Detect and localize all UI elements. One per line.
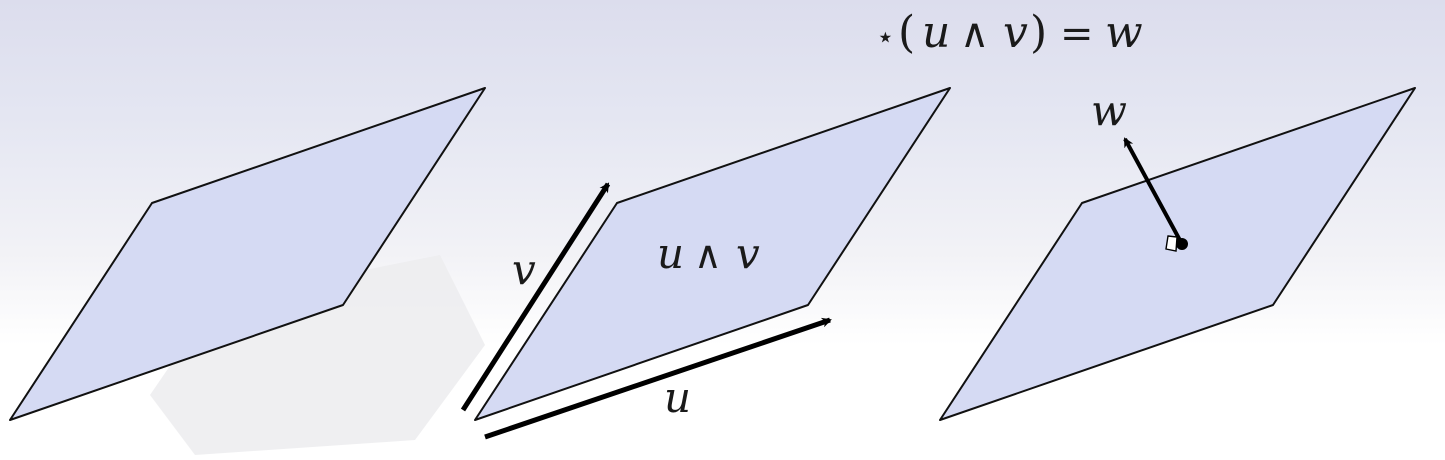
plane-left [9, 87, 486, 421]
formula-w: w [1105, 7, 1143, 58]
vector-w-arrow [1123, 137, 1184, 245]
vector-v-arrow [460, 182, 611, 412]
plane-label-u-wedge-v: u ∧ v [657, 229, 760, 278]
formula-u: u [922, 7, 950, 58]
vector-w-origin-dot [1176, 238, 1188, 250]
vector-u-arrow [484, 317, 832, 440]
plane-center [474, 87, 951, 421]
right-angle-icon [1165, 235, 1178, 252]
plane-label-u: u [657, 229, 684, 278]
formula-lparen: ( [898, 7, 915, 58]
formula-rparen: ) [1030, 7, 1047, 58]
plane-label-wedge: ∧ [694, 233, 722, 277]
label-w: w [1091, 86, 1127, 135]
formula-star: ⋆ [876, 20, 895, 55]
formula-wedge: ∧ [960, 11, 989, 57]
label-u: u [664, 373, 691, 422]
plane-label-v: v [736, 229, 760, 278]
formula-v: v [1003, 7, 1028, 58]
plane-right [939, 87, 1416, 421]
hodge-star-formula: ⋆ ( u ∧ v ) = w [876, 7, 1143, 58]
formula-equals: = [1060, 11, 1094, 57]
label-v: v [512, 245, 536, 294]
